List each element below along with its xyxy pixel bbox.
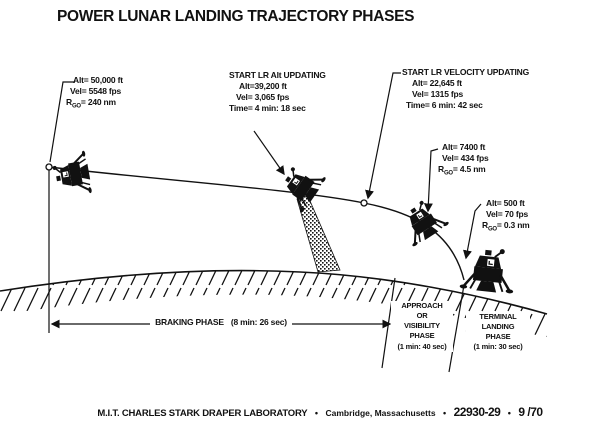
ignition-callout-leader — [49, 81, 75, 163]
callout-highgate: Alt= 7400 ft Vel= 434 fps RGO= 4.5 nm — [438, 142, 489, 179]
bullet-separator-icon: • — [443, 408, 447, 418]
highgate-callout-leader — [423, 148, 439, 213]
trajectory-path — [48, 166, 465, 281]
callout-lr-alt-vel: Vel= 3,065 fps — [236, 92, 290, 103]
approach-phase-label: APPROACH OR VISIBILITY PHASE (1 min: 40 … — [391, 301, 453, 352]
bullet-separator-icon: • — [507, 408, 511, 418]
landing-radar-beam — [296, 193, 341, 273]
callout-lr-vel: START LR VELOCITY UPDATING Alt= 22,645 f… — [402, 67, 529, 111]
approach-phase-right-boundary — [448, 284, 465, 373]
callout-lowgate-alt: Alt= 500 ft — [486, 198, 525, 208]
callout-lr-vel-alt: Alt= 22,645 ft — [412, 78, 462, 89]
callout-lr-alt-title: START LR Alt UPDATING — [229, 70, 326, 80]
braking-phase-duration: (8 min: 26 sec) — [230, 317, 287, 327]
footer-location: Cambridge, Massachusetts — [325, 408, 436, 418]
callout-lr-vel-vel: Vel= 1315 fps — [412, 89, 464, 100]
callout-lr-vel-title: START LR VELOCITY UPDATING — [402, 67, 530, 77]
lr-velocity-waypoint-circle — [360, 199, 368, 207]
braking-phase-label: BRAKING PHASE (8 min: 26 sec) — [150, 317, 292, 327]
terminal-phase-line: TERMINAL — [479, 312, 517, 321]
ignition-waypoint-circle — [45, 163, 53, 171]
bullet-separator-icon: • — [314, 408, 319, 418]
page-title: POWER LUNAR LANDING TRAJECTORY PHASES — [57, 8, 415, 25]
lowgate-callout-leader — [463, 203, 482, 260]
footer-document-number: 22930-29 — [453, 405, 501, 419]
terminal-phase-line: LANDING — [481, 322, 515, 332]
callout-lr-alt-time: Time= 4 min: 18 sec — [229, 103, 306, 114]
lm-spacecraft-icon-braking — [49, 149, 94, 200]
callout-ignition-vel: Vel= 5548 fps — [70, 86, 122, 97]
footer-credit: M.I.T. CHARLES STARK DRAPER LABORATORY •… — [60, 403, 580, 421]
callout-ignition: Alt= 50,000 ft Vel= 5548 fps RGO= 240 nm — [66, 75, 123, 112]
lm-spacecraft-icon-approach — [393, 193, 451, 249]
lunar-surface-line — [0, 269, 548, 315]
lm-spacecraft-icon-landing — [458, 243, 519, 296]
callout-lowgate-vel: Vel= 70 fps — [486, 209, 528, 220]
terminal-phase-line: PHASE — [485, 332, 511, 342]
callout-ignition-alt: Alt= 50,000 ft — [73, 75, 123, 85]
callout-lowgate: Alt= 500 ft Vel= 70 fps RGO= 0.3 nm — [482, 198, 530, 235]
callout-lr-alt: START LR Alt UPDATING Alt=39,200 ft Vel=… — [229, 70, 326, 114]
callout-lr-alt-alt: Alt=39,200 ft — [239, 81, 287, 92]
callout-highgate-alt: Alt= 7400 ft — [442, 142, 486, 152]
callout-lr-vel-time: Time= 6 min: 42 sec — [406, 100, 483, 111]
callout-highgate-rgo: RGO= 4.5 nm — [438, 164, 486, 177]
approach-phase-left-boundary — [381, 277, 396, 369]
braking-phase-name: BRAKING PHASE — [155, 317, 224, 327]
approach-phase-duration: (1 min: 40 sec) — [397, 341, 447, 351]
lm-spacecraft-icon-lr-updating — [272, 157, 328, 215]
approach-phase-line: PHASE — [409, 331, 435, 341]
lr-alt-callout-leader — [253, 130, 285, 176]
callout-lowgate-rgo: RGO= 0.3 nm — [482, 220, 530, 233]
approach-phase-line: OR — [416, 311, 428, 321]
approach-phase-line: APPROACH — [401, 301, 443, 310]
terminal-phase-duration: (1 min: 30 sec) — [473, 342, 523, 352]
footer-organization: M.I.T. CHARLES STARK DRAPER LABORATORY — [97, 408, 308, 419]
lr-vel-callout-leader — [365, 72, 401, 200]
approach-phase-line: VISIBILITY — [404, 321, 440, 331]
footer-date: 9 /70 — [518, 405, 543, 419]
terminal-phase-label: TERMINAL LANDING PHASE (1 min: 30 sec) — [466, 312, 530, 353]
lunar-surface-hatching — [0, 270, 547, 338]
callout-highgate-vel: Vel= 434 fps — [442, 153, 489, 164]
callout-ignition-rgo: RGO= 240 nm — [66, 97, 116, 110]
